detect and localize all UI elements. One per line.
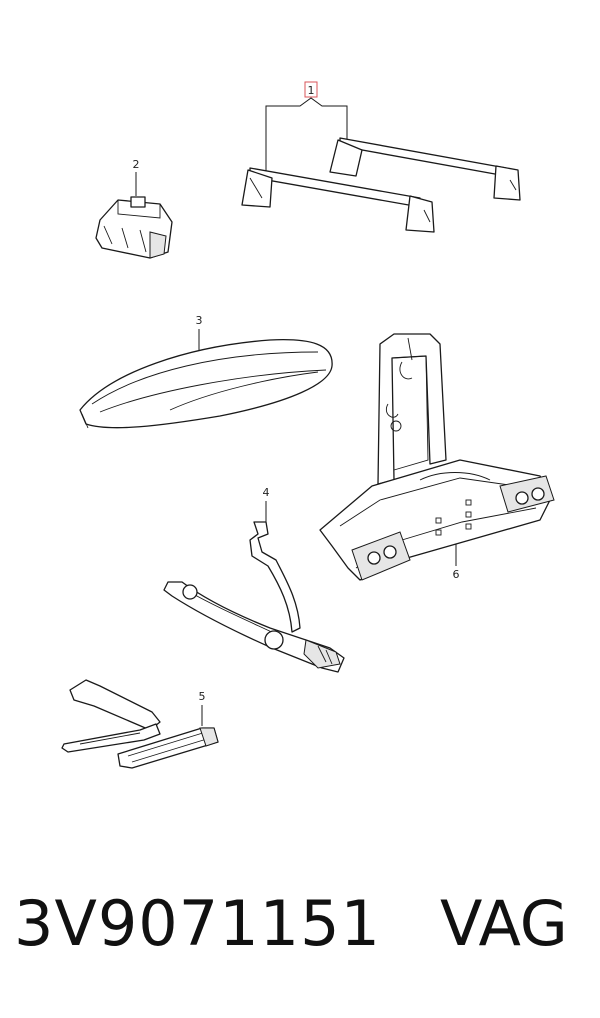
- callout-1: 1: [308, 84, 315, 97]
- bike-holder-illustration: 4: [163, 486, 345, 673]
- foot-clamp-illustration: 2: [95, 158, 173, 259]
- parts-diagram: 1 2 3 4: [61, 81, 555, 769]
- callout-5: 5: [199, 690, 206, 703]
- roof-bars-illustration: 1: [241, 81, 521, 233]
- callout-4: 4: [263, 486, 270, 499]
- callout-6: 6: [453, 568, 460, 581]
- callout-3: 3: [196, 314, 203, 327]
- ski-holder-illustration: 5: [61, 679, 219, 769]
- callout-2: 2: [133, 158, 140, 171]
- roof-box-illustration: 3: [79, 314, 333, 429]
- bike-carrier-illustration: 6: [319, 333, 555, 581]
- part-number: 3V9071151: [14, 887, 381, 960]
- callout-1-highlight-box: [304, 81, 318, 98]
- brand-name: VAG: [440, 887, 568, 960]
